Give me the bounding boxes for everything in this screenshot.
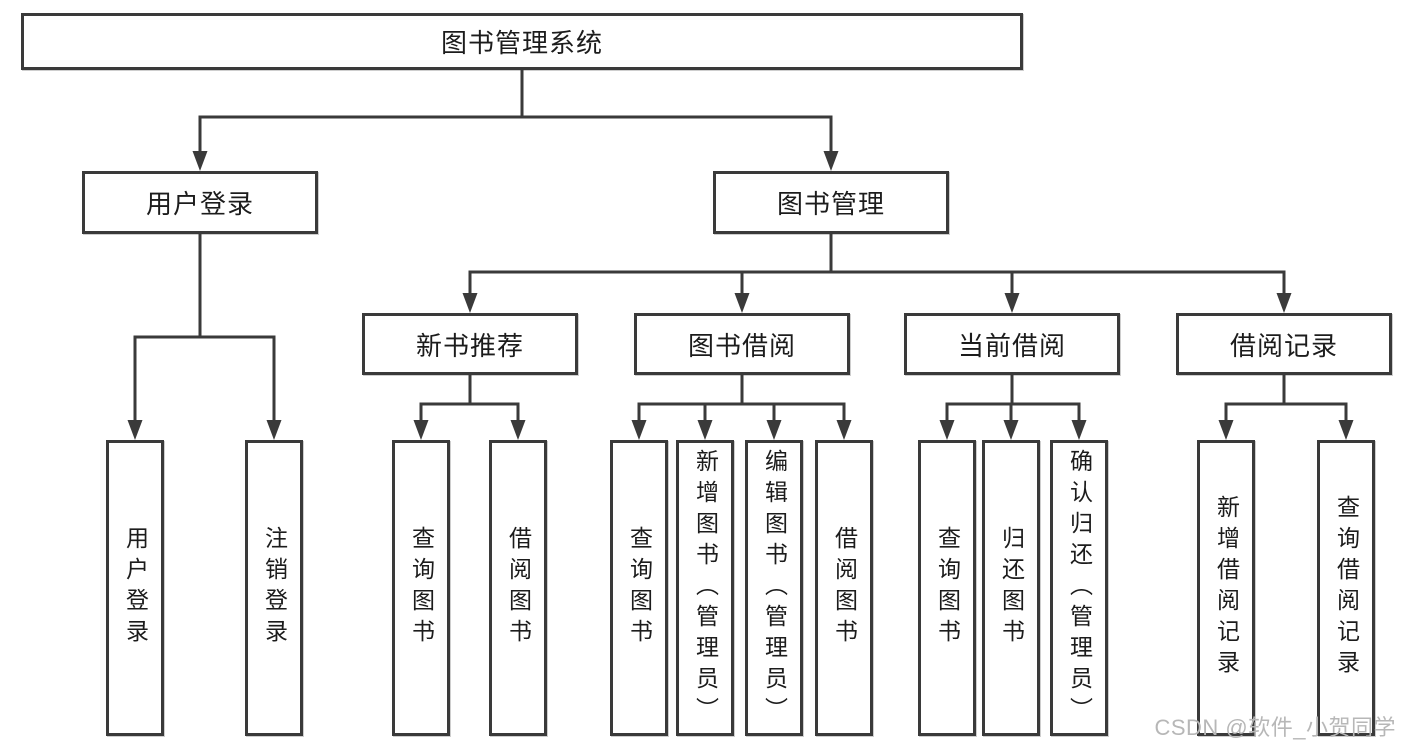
node-user-login: 用户登录 — [82, 171, 318, 234]
node-borrowing-records: 借阅记录 — [1176, 313, 1392, 375]
leaf-borrow-borrow-books: 借阅图书 — [815, 440, 873, 736]
node-book-management: 图书管理 — [713, 171, 949, 234]
leaf-logout: 注销登录 — [245, 440, 303, 736]
watermark-text: CSDN @软件_小贺同学 — [1154, 715, 1396, 740]
node-book-borrowing: 图书借阅 — [634, 313, 850, 375]
connector-book-borrowing-to-children — [631, 375, 852, 440]
leaf-user-login: 用户登录 — [106, 440, 164, 736]
connector-current-borrowing-to-children — [939, 375, 1087, 440]
connector-new-book-to-children — [413, 375, 526, 440]
connector-book-management-to-level3 — [462, 234, 1292, 313]
leaf-current-return-book: 归还图书 — [982, 440, 1040, 736]
leaf-newbook-borrow-books: 借阅图书 — [489, 440, 547, 736]
leaf-record-add-borrow-record: 新增借阅记录 — [1197, 440, 1255, 736]
node-library-management-system: 图书管理系统 — [21, 13, 1023, 70]
connector-borrowing-records-to-children — [1218, 375, 1354, 440]
leaf-current-confirm-return-admin: 确认归还（管理员） — [1050, 440, 1108, 736]
leaf-borrow-edit-book-admin: 编辑图书（管理员） — [745, 440, 803, 736]
connector-root-to-level2 — [192, 70, 839, 171]
node-current-borrowing: 当前借阅 — [904, 313, 1120, 375]
connector-user-login-to-children — [127, 234, 282, 440]
leaf-borrow-query-books: 查询图书 — [610, 440, 668, 736]
leaf-borrow-add-book-admin: 新增图书（管理员） — [676, 440, 734, 736]
leaf-current-query-books: 查询图书 — [918, 440, 976, 736]
leaf-record-query-borrow-record: 查询借阅记录 — [1317, 440, 1375, 736]
node-new-book-recommendation: 新书推荐 — [362, 313, 578, 375]
leaf-newbook-query-books: 查询图书 — [392, 440, 450, 736]
